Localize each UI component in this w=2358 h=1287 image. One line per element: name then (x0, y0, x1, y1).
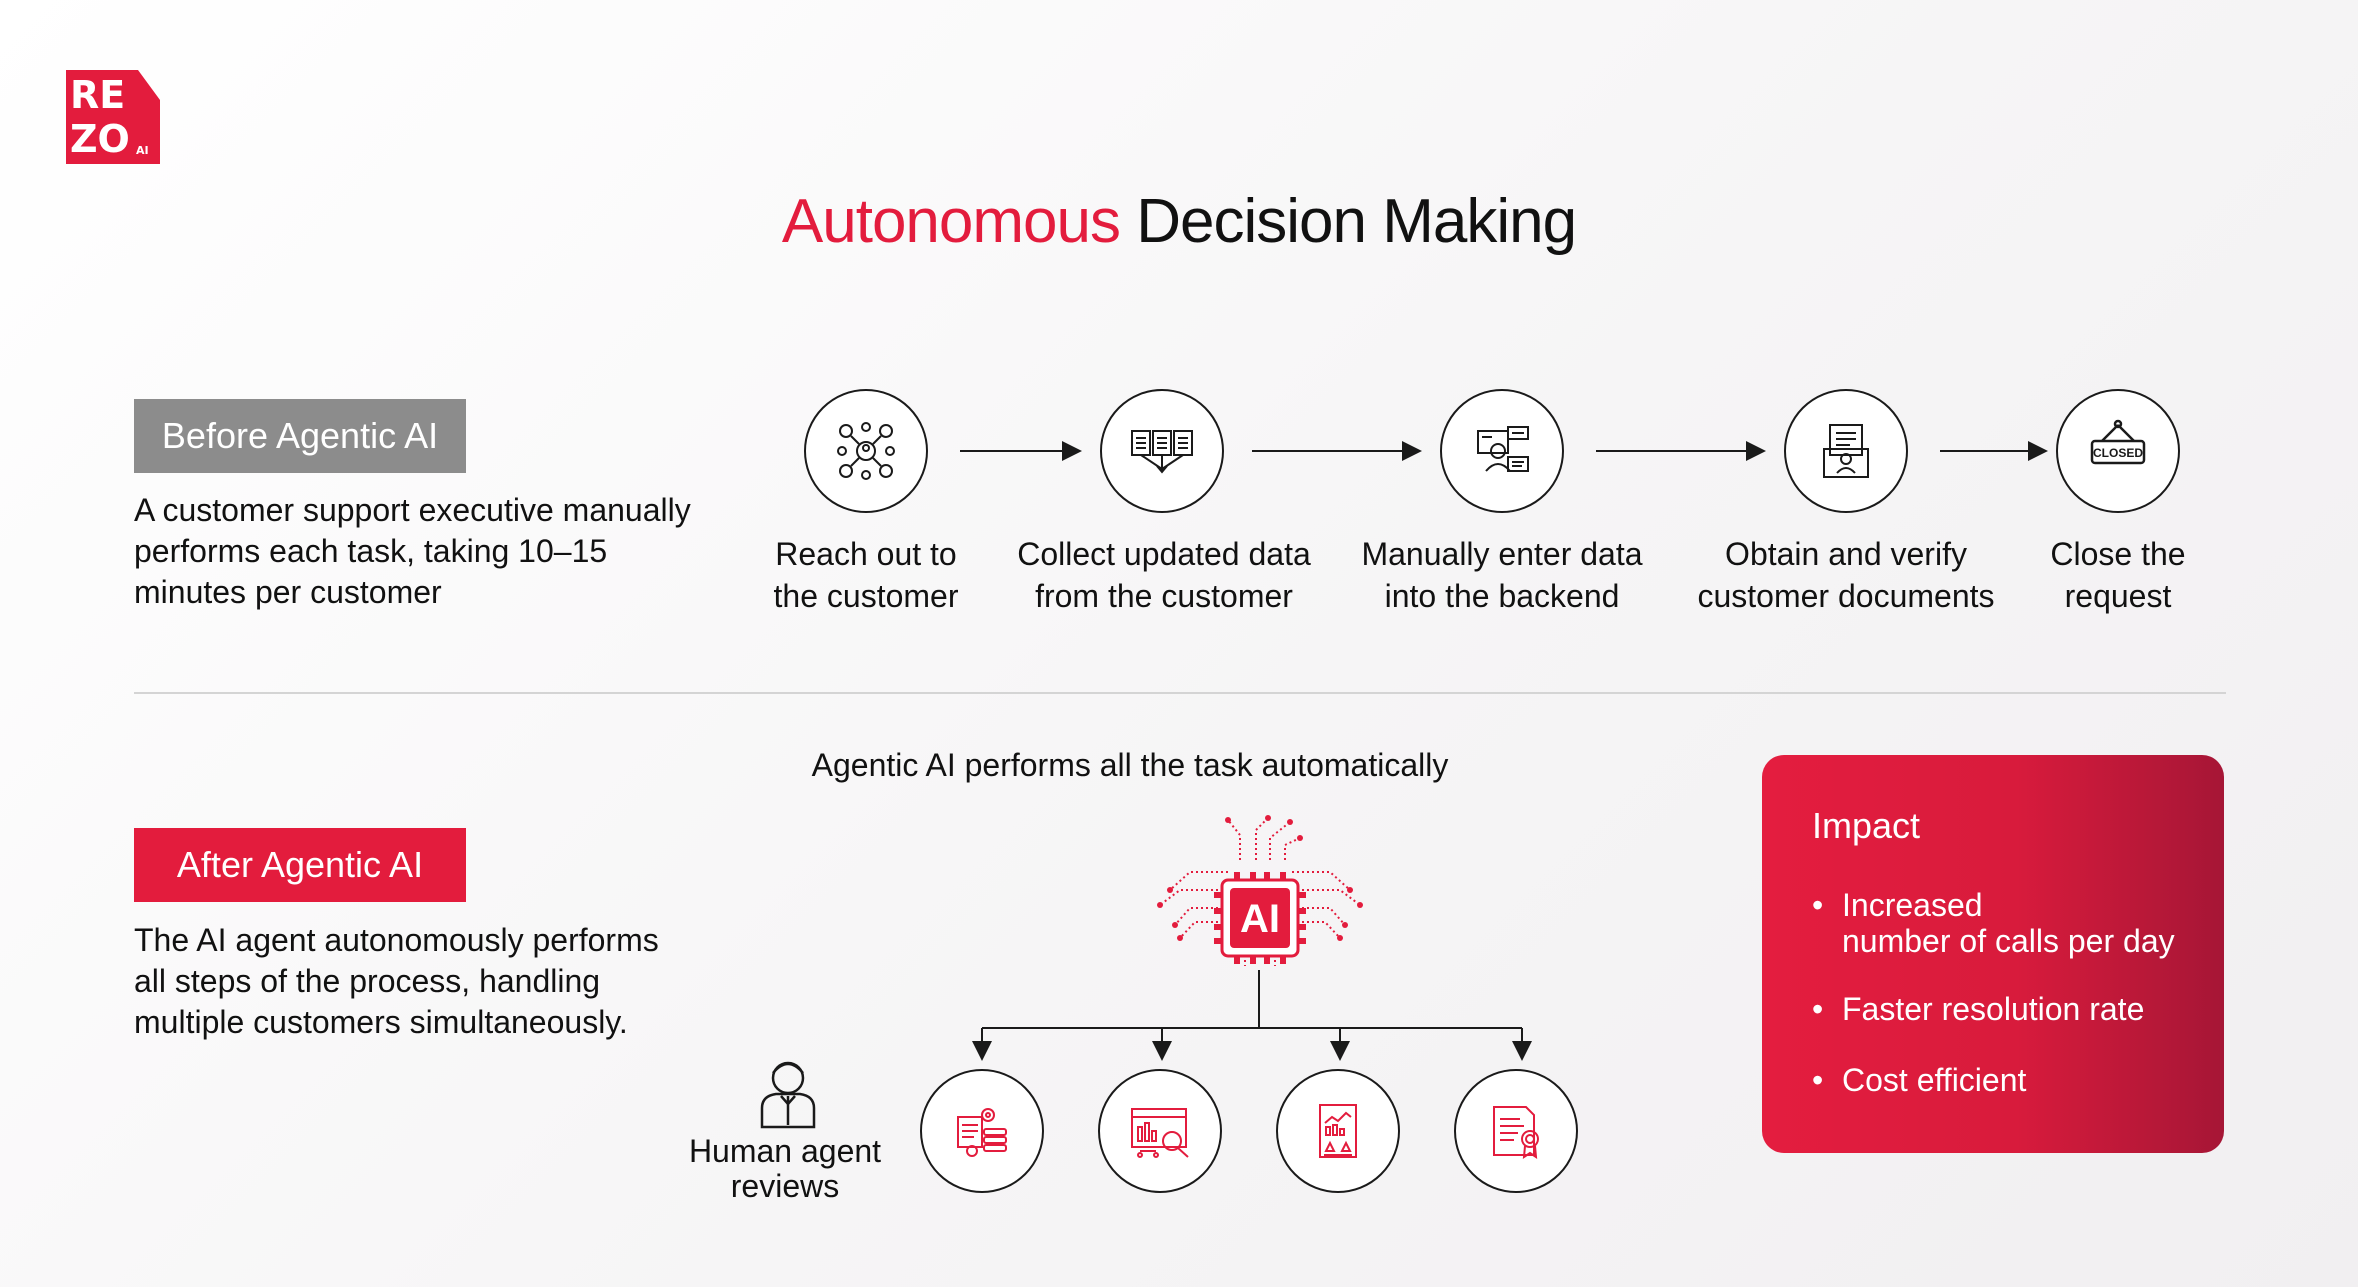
rezo-logo-mark: RE ZO AI (66, 70, 160, 164)
data-entry-icon (1477, 426, 1529, 472)
human-agent-icon (760, 1061, 816, 1129)
step-circle-close-request: CLOSED (2056, 389, 2180, 513)
bullet-icon: • (1812, 991, 1824, 1027)
step-circle-enter-data (1440, 389, 1564, 513)
analytics-search-icon (1131, 1108, 1189, 1158)
people-network-icon (837, 422, 895, 480)
step-label-reach-out: Reach out to the customer (773, 536, 959, 614)
ai-connector-tree (972, 970, 1532, 1061)
before-description: A customer support executive manually pe… (134, 492, 691, 610)
output-circle-4 (1454, 1069, 1578, 1193)
title-rest: Decision Making (1136, 187, 1577, 256)
step-label-close-request: Close the request (2050, 536, 2186, 614)
svg-text:AI: AI (136, 144, 149, 157)
report-chart-icon (1319, 1104, 1357, 1158)
impact-item-cost: • Cost efficient (1812, 1062, 2027, 1098)
settings-data-icon (957, 1108, 1007, 1157)
step-circle-reach-out (804, 389, 928, 513)
step-label-collect-data: Collect updated data from the customer (1017, 536, 1311, 614)
automation-caption: Agentic AI performs all the task automat… (811, 747, 1449, 783)
human-agent-label: Human agent reviews (688, 1133, 882, 1204)
svg-text:RE: RE (70, 73, 125, 117)
output-circle-3 (1276, 1069, 1400, 1193)
closed-sign-text: CLOSED (2093, 446, 2143, 460)
step-arrows (960, 441, 2048, 461)
page-title: Autonomous Decision Making (0, 186, 2358, 257)
ai-chip-icon: AI (1157, 815, 1363, 966)
step-circle-collect-data (1100, 389, 1224, 513)
rezo-logo: RE ZO AI (66, 70, 160, 164)
impact-item-calls: • Increased number of calls per day (1812, 887, 2175, 959)
bullet-icon: • (1812, 1062, 1824, 1098)
after-agentic-ai-label: After Agentic AI (134, 828, 466, 902)
bullet-icon: • (1812, 887, 1824, 923)
svg-text:ZO: ZO (70, 117, 130, 161)
output-circle-1 (920, 1069, 1044, 1193)
step-label-enter-data: Manually enter data into the backend (1361, 536, 1643, 614)
section-divider (134, 692, 2226, 694)
output-circle-2 (1098, 1069, 1222, 1193)
impact-title: Impact (1812, 805, 1921, 846)
ai-chip-text: AI (1240, 897, 1280, 941)
documents-collect-icon (1131, 430, 1193, 474)
impact-item-resolution: • Faster resolution rate (1812, 991, 2145, 1027)
certificate-document-icon (1493, 1106, 1539, 1159)
closed-sign-icon: CLOSED (2090, 419, 2146, 465)
verify-document-icon (1823, 424, 1869, 478)
step-label-verify-documents: Obtain and verify customer documents (1697, 536, 1995, 614)
before-agentic-ai-label: Before Agentic AI (134, 399, 466, 473)
impact-card: Impact • Increased number of calls per d… (1762, 755, 2224, 1153)
step-circle-verify-documents (1784, 389, 1908, 513)
after-description: The AI agent autonomously performs all s… (134, 922, 659, 1040)
title-accent: Autonomous (781, 187, 1121, 256)
